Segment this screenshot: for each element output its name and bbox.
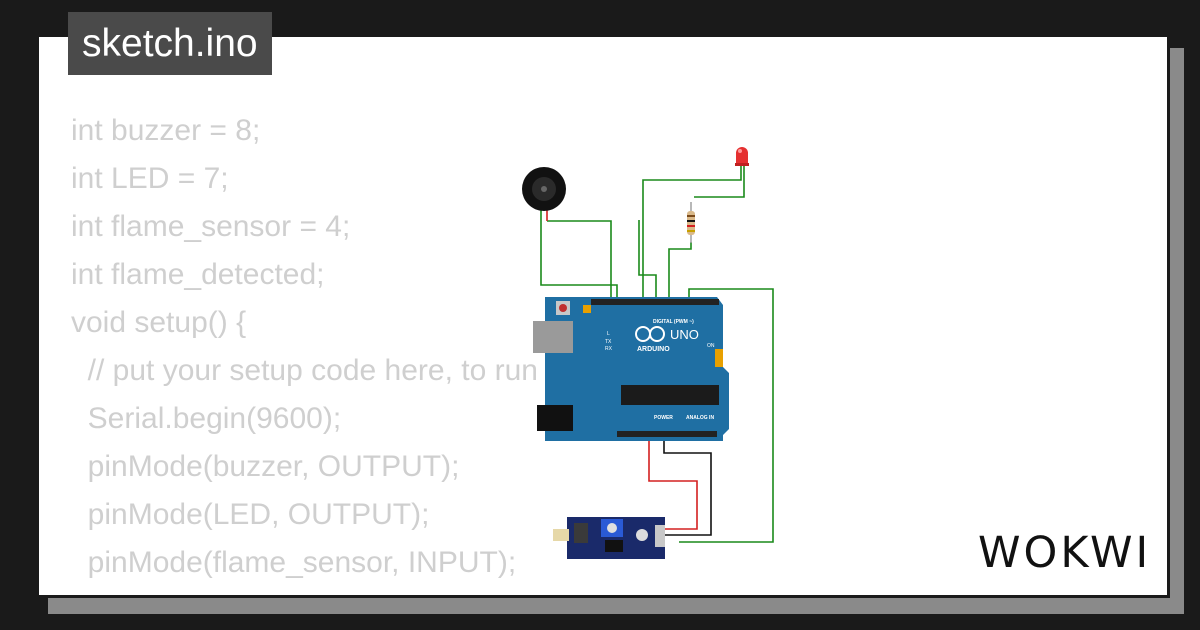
analog-label: ANALOG IN: [686, 415, 714, 421]
power-label: POWER: [654, 415, 673, 421]
on-label: ON: [707, 343, 715, 349]
code-line: int buzzer = 8;: [71, 114, 261, 147]
led-icon[interactable]: [735, 147, 749, 166]
power-jack: [537, 405, 573, 431]
preview-card: int buzzer = 8; int LED = 7; int flame_s…: [36, 34, 1170, 598]
arduino-uno-board[interactable]: UNO ARDUINO DIGITAL (PWM ~) POWER ANALOG…: [533, 297, 729, 441]
power-analog-header: [617, 431, 717, 437]
resistor-icon[interactable]: [687, 202, 695, 243]
board-brand-label: ARDUINO: [637, 346, 670, 353]
tx-label: TX: [605, 339, 612, 345]
digital-label: DIGITAL (PWM ~): [653, 319, 694, 325]
code-line: pinMode(LED, OUTPUT);: [71, 498, 430, 531]
circuit-diagram[interactable]: UNO ARDUINO DIGITAL (PWM ~) POWER ANALOG…: [479, 107, 799, 567]
black-wire: [663, 433, 712, 536]
rx-label: RX: [605, 346, 613, 352]
code-line: int LED = 7;: [71, 162, 229, 195]
usb-port: [533, 321, 573, 353]
digital-header: [591, 299, 719, 305]
red-wire: [648, 433, 698, 530]
board-model-label: UNO: [670, 327, 699, 342]
code-line: pinMode(buzzer, OUTPUT);: [71, 450, 460, 483]
buzzer-icon[interactable]: [522, 167, 566, 211]
flame-sensor-module[interactable]: [553, 517, 665, 559]
code-line: pinMode(flame_sensor, INPUT);: [71, 546, 517, 579]
code-line: Serial.begin(9600);: [71, 402, 342, 435]
atmega-chip: [621, 385, 719, 405]
code-line: void setup() {: [71, 306, 247, 339]
wokwi-logo: WOKWI: [978, 528, 1152, 578]
code-line: int flame_detected;: [71, 258, 325, 291]
code-line: int flame_sensor = 4;: [71, 210, 351, 243]
code-editor: int buzzer = 8; int LED = 7; int flame_s…: [71, 107, 620, 587]
file-tab[interactable]: sketch.ino: [68, 12, 272, 75]
green-wires: [540, 165, 774, 543]
l-label: L: [607, 331, 610, 337]
